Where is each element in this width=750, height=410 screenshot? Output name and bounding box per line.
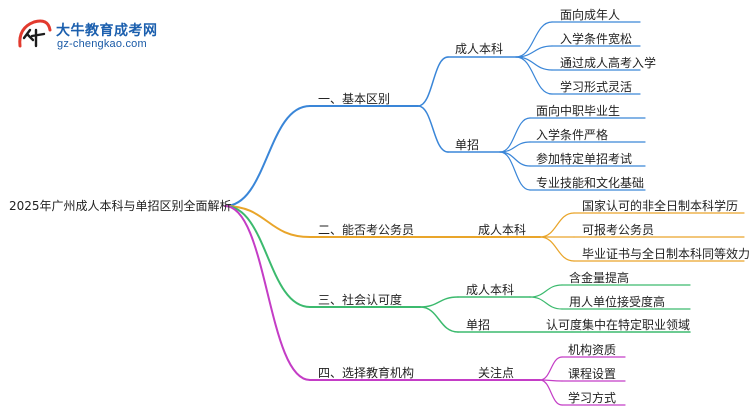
- root-topic: 2025年广州成人本科与单招区别全面解析: [9, 199, 232, 213]
- leaf-3-1-1: 含金量提高: [569, 271, 630, 285]
- connector-b4-leaf-3: [539, 379, 563, 406]
- leaf-3-2-1: 认可度集中在特定职业领域: [546, 318, 691, 332]
- leaf-2-1-2: 可报考公务员: [582, 223, 655, 237]
- connector-b2-leaf-3: [539, 236, 575, 262]
- leaf-4-1-3: 学习方式: [568, 391, 617, 405]
- branch-civil-service: 二、能否考公务员: [318, 223, 415, 237]
- leaf-1-1-4: 学习形式灵活: [560, 80, 633, 94]
- connector-root-b2: [224, 205, 311, 238]
- connector-b1-c2: [417, 105, 449, 153]
- leaf-2-1-1: 国家认可的非全日制本科学历: [582, 199, 739, 213]
- logo-name: 大牛教育成考网: [56, 23, 158, 39]
- connector-b1-c1-leaf-1: [515, 21, 553, 58]
- branch-choose-institution: 四、选择教育机构: [318, 366, 415, 380]
- node-single-enroll-3: 单招: [466, 318, 491, 332]
- leaf-1-1-2: 入学条件宽松: [560, 32, 633, 46]
- node-single-enroll-1: 单招: [455, 138, 480, 152]
- connector-b3-c1-leaf-2: [529, 296, 563, 310]
- connector-b3-c2: [419, 306, 459, 333]
- connector-b1-c2-leaf-3: [499, 151, 531, 167]
- leaf-1-2-2: 入学条件严格: [536, 128, 609, 142]
- connector-b1-c2-leaf-4: [499, 151, 531, 191]
- connector-b3-c1: [419, 296, 459, 308]
- leaf-4-1-2: 课程设置: [568, 367, 617, 381]
- connector-root-b1: [224, 105, 311, 207]
- branch-basic-difference: 一、基本区别: [318, 92, 391, 106]
- leaf-1-2-3: 参加特定单招考试: [536, 152, 633, 166]
- connector-b1-c1: [417, 56, 449, 107]
- connector-b1-c1-leaf-4: [515, 56, 553, 95]
- logo-url: gz-chengkao.com: [57, 38, 147, 50]
- leaf-1-2-1: 面向中职毕业生: [536, 104, 621, 118]
- connector-b1-c2-leaf-1: [499, 117, 531, 153]
- branch-social-recognition: 三、社会认可度: [318, 293, 403, 307]
- logo-icon: [18, 19, 52, 48]
- connector-root-b4: [224, 205, 311, 381]
- leaf-1-2-4: 专业技能和文化基础: [536, 176, 645, 190]
- connector-b2-leaf-1: [539, 212, 575, 238]
- node-adult-bachelor-3: 成人本科: [466, 283, 515, 297]
- leaf-4-1-1: 机构资质: [568, 343, 617, 357]
- leaf-1-1-1: 面向成年人: [560, 8, 621, 22]
- connector-b4-leaf-1: [539, 356, 563, 381]
- connector-root-b3: [224, 205, 311, 308]
- node-adult-bachelor-2: 成人本科: [478, 223, 527, 237]
- node-adult-bachelor-1: 成人本科: [455, 42, 504, 56]
- leaf-1-1-3: 通过成人高考入学: [560, 56, 657, 70]
- node-focus-points: 关注点: [478, 366, 515, 380]
- connector-b3-c1-leaf-1: [529, 284, 563, 298]
- leaf-2-1-3: 毕业证书与全日制本科同等效力: [582, 247, 750, 261]
- leaf-3-1-2: 用人单位接受度高: [569, 295, 666, 309]
